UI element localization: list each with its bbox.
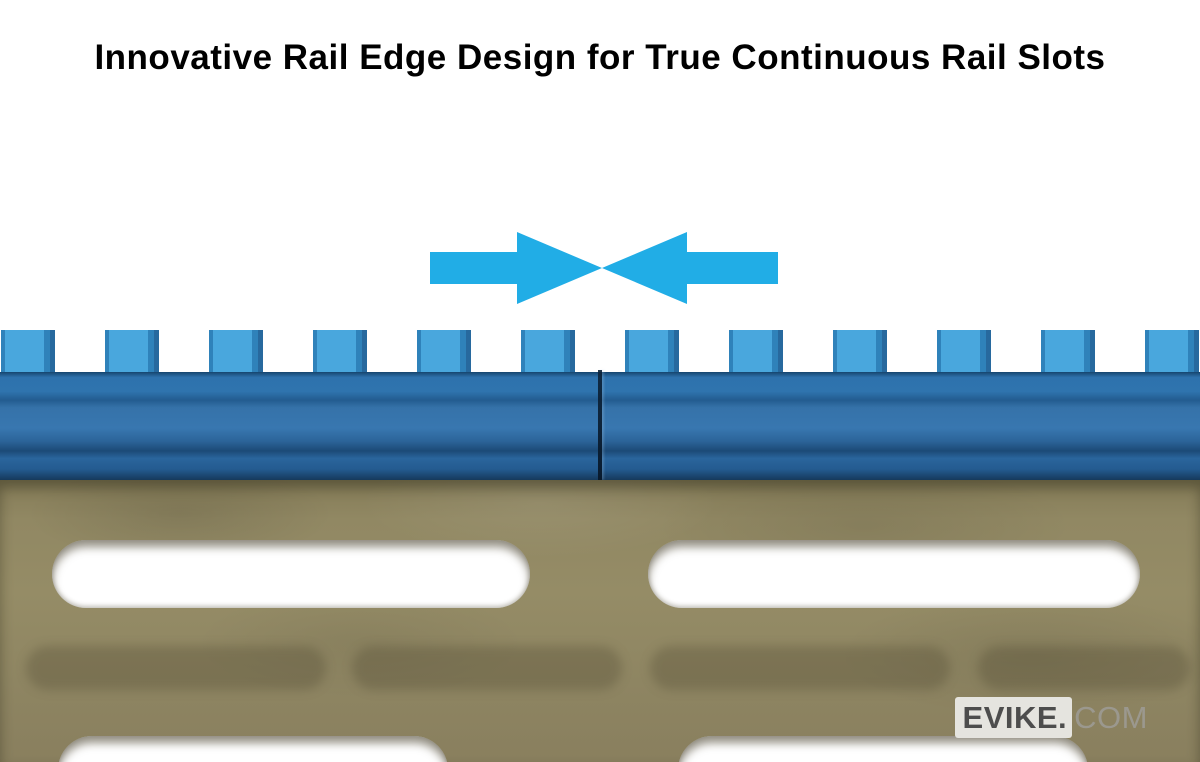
watermark-brand: EVIKE. xyxy=(954,697,1073,738)
arrow-left-icon xyxy=(602,232,778,304)
arrow-head xyxy=(517,232,602,304)
arrow-right-icon xyxy=(430,232,602,304)
mlok-slot-partial xyxy=(58,736,448,762)
mlok-slot xyxy=(52,540,530,608)
recessed-groove xyxy=(26,646,326,690)
mlok-slot xyxy=(648,540,1140,608)
arrow-shaft xyxy=(430,252,520,284)
arrow-shaft xyxy=(687,252,778,284)
rail-teeth xyxy=(0,330,1200,372)
recessed-groove xyxy=(352,646,622,690)
arrow-head xyxy=(602,232,687,304)
handguard: EVIKE.COM xyxy=(0,480,1200,762)
mlok-slot-partial xyxy=(678,736,1088,762)
recessed-groove xyxy=(978,646,1190,690)
picatinny-rail xyxy=(0,330,1200,480)
watermark: EVIKE.COM xyxy=(954,697,1148,738)
watermark-suffix: COM xyxy=(1074,700,1148,735)
recessed-groove xyxy=(650,646,950,690)
headline: Innovative Rail Edge Design for True Con… xyxy=(94,38,1106,77)
rail-section-seam xyxy=(598,370,602,480)
